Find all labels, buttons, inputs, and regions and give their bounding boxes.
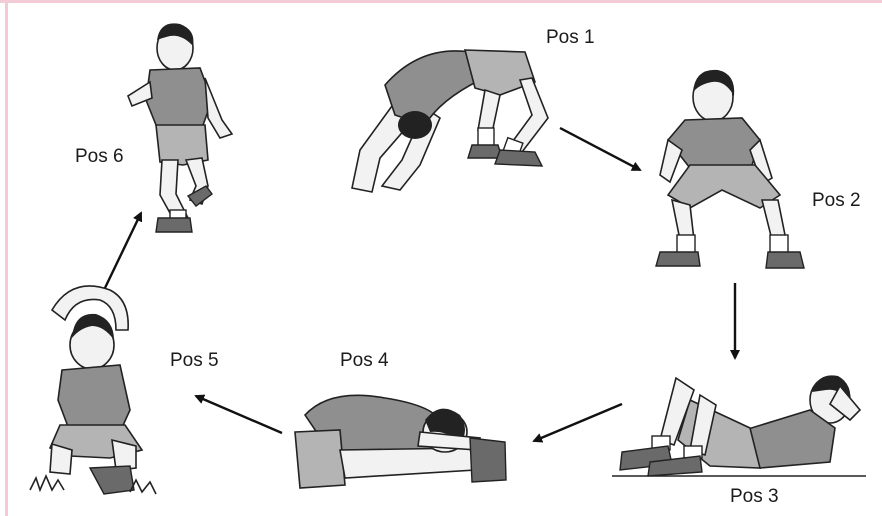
arrow-pos4-to-pos5 (196, 396, 282, 433)
arrow-pos1-to-pos2 (560, 128, 640, 170)
figure-pos2-squat (656, 70, 804, 268)
label-pos6: Pos 6 (75, 146, 124, 168)
figure-pos3-situp (612, 375, 866, 476)
label-pos4: Pos 4 (340, 350, 389, 372)
figure-pos5-squat-hands-head (30, 286, 156, 494)
figure-pos4-forward-bend (295, 395, 506, 488)
label-pos2: Pos 2 (812, 190, 861, 212)
figure-pos1-bridge (352, 50, 548, 192)
arrow-pos5-to-pos6 (104, 213, 141, 290)
figure-pos6-running (128, 23, 232, 232)
label-pos3: Pos 3 (730, 486, 779, 508)
label-pos5: Pos 5 (170, 350, 219, 372)
label-pos1: Pos 1 (546, 27, 595, 49)
arrow-pos3-to-pos4 (534, 404, 622, 441)
